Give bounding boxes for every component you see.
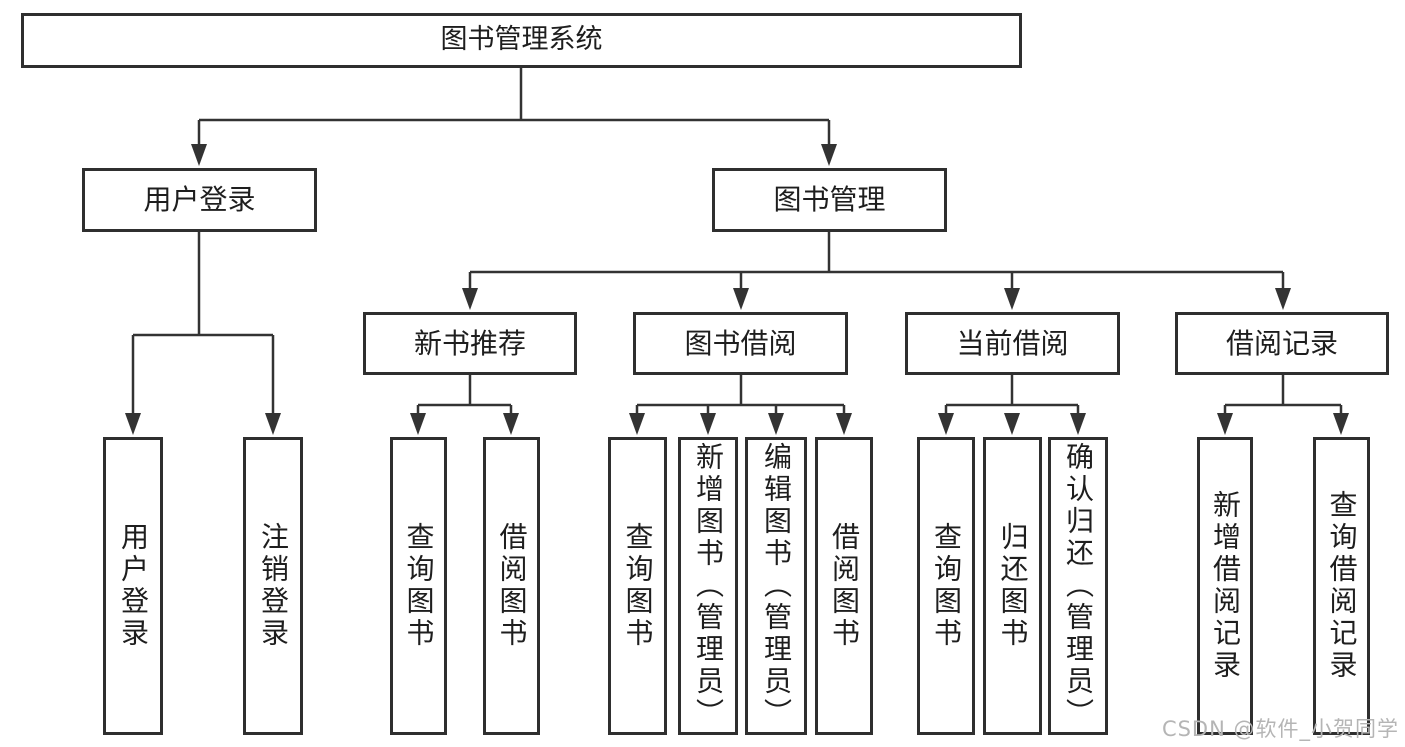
arrowheads [125, 144, 1349, 435]
node-label: 查询图书 [402, 522, 436, 650]
node-label: 查询借阅记录 [1325, 490, 1359, 682]
node-label: 新增借阅记录 [1209, 490, 1242, 682]
node-label: 借阅图书 [828, 522, 861, 650]
arrowhead-down-icon [1333, 413, 1349, 435]
arrowhead-down-icon [1070, 413, 1086, 435]
node-new-book-recommend: 新书推荐 [363, 312, 577, 375]
leaf-logout: 注销登录 [243, 437, 303, 735]
node-user-login: 用户登录 [82, 168, 317, 232]
node-label: 新书推荐 [413, 326, 526, 360]
arrowhead-down-icon [821, 144, 837, 166]
leaf-recommend-query-books: 查询图书 [390, 437, 447, 735]
arrowhead-down-icon [462, 288, 478, 310]
leaf-current-confirm-return-admin: 确认归还（管理员） [1048, 437, 1108, 735]
arrowhead-down-icon [265, 413, 281, 435]
node-label: 查询图书 [930, 522, 963, 650]
node-book-borrowing: 图书借阅 [633, 312, 848, 375]
leaf-user-login: 用户登录 [103, 437, 163, 735]
arrowhead-down-icon [629, 413, 645, 435]
node-root-library-system: 图书管理系统 [21, 13, 1022, 68]
arrowhead-down-icon [700, 413, 716, 435]
node-label: 图书管理系统 [440, 24, 603, 56]
leaf-borrowing-add-books-admin: 新增图书（管理员） [678, 437, 738, 735]
arrowhead-down-icon [1217, 413, 1233, 435]
connector-lines [131, 68, 1343, 417]
arrowhead-down-icon [1275, 288, 1291, 310]
node-label: 借阅记录 [1225, 326, 1338, 360]
node-label: 确认归还（管理员） [1062, 442, 1095, 730]
node-label: 图书借阅 [684, 326, 797, 360]
node-label: 图书管理 [773, 183, 886, 217]
node-book-management: 图书管理 [712, 168, 947, 232]
leaf-current-return-books: 归还图书 [983, 437, 1042, 735]
leaf-records-add-record: 新增借阅记录 [1197, 437, 1253, 735]
arrowhead-down-icon [1004, 413, 1020, 435]
node-label: 用户登录 [143, 183, 256, 217]
node-borrowing-records: 借阅记录 [1175, 312, 1389, 375]
arrowhead-down-icon [733, 288, 749, 310]
node-label: 新增图书（管理员） [692, 442, 725, 730]
node-label: 注销登录 [257, 522, 290, 650]
leaf-records-query-record: 查询借阅记录 [1313, 437, 1370, 735]
leaf-recommend-borrow-books: 借阅图书 [483, 437, 540, 735]
node-label: 借阅图书 [495, 522, 529, 650]
node-label: 编辑图书（管理员） [760, 442, 793, 730]
node-label: 用户登录 [117, 522, 150, 650]
arrowhead-down-icon [125, 413, 141, 435]
arrowhead-down-icon [1004, 288, 1020, 310]
arrowhead-down-icon [938, 413, 954, 435]
node-label: 当前借阅 [956, 326, 1069, 360]
arrowhead-down-icon [191, 144, 207, 166]
leaf-current-query-books: 查询图书 [917, 437, 975, 735]
arrowhead-down-icon [503, 413, 519, 435]
node-current-borrowing: 当前借阅 [905, 312, 1120, 375]
arrowhead-down-icon [768, 413, 784, 435]
leaf-borrowing-query-books: 查询图书 [608, 437, 667, 735]
node-label: 归还图书 [996, 522, 1030, 650]
node-label: 查询图书 [621, 522, 655, 650]
csdn-watermark: CSDN @软件_小贺同学 [1161, 717, 1399, 741]
arrowhead-down-icon [410, 413, 426, 435]
leaf-borrowing-borrow-books: 借阅图书 [815, 437, 873, 735]
arrowhead-down-icon [836, 413, 852, 435]
leaf-borrowing-edit-books-admin: 编辑图书（管理员） [745, 437, 807, 735]
